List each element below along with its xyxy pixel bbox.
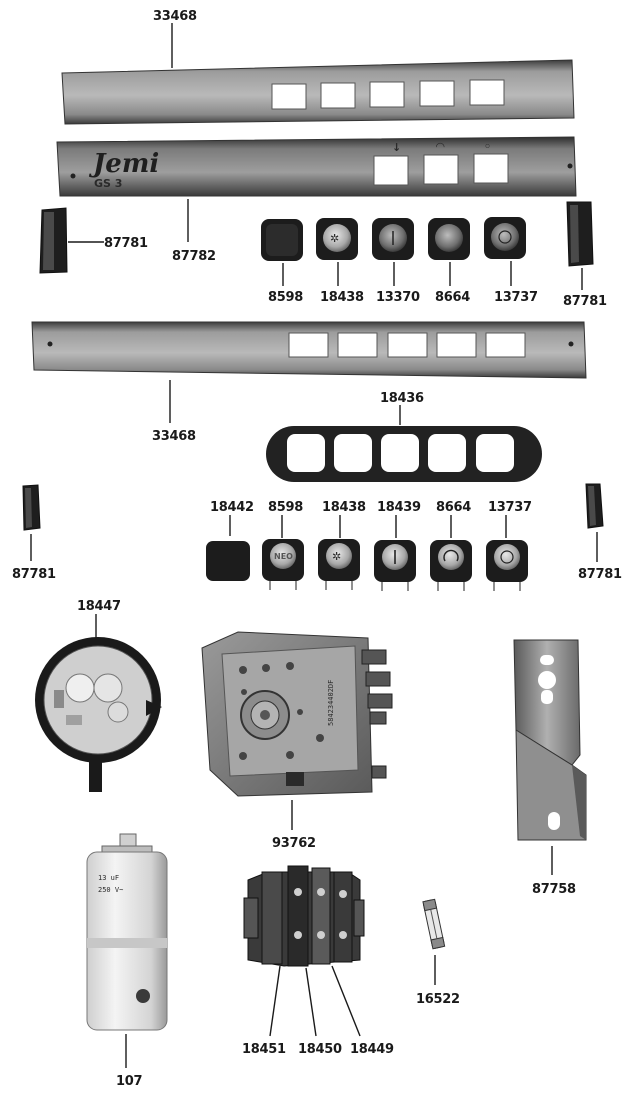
label-timer: 93762 — [272, 836, 316, 851]
label-button-lower: 8598 — [268, 500, 303, 515]
timer-stamp-text: 584234402DF — [327, 680, 335, 726]
button-13737-upper — [484, 217, 526, 259]
capacitor-107 — [86, 833, 168, 1031]
leader-lines-buttons-upper — [282, 261, 512, 286]
label-terminal-part: 18450 — [298, 1042, 342, 1057]
gasket-18436 — [266, 426, 542, 482]
button-8664-lower — [430, 540, 472, 591]
end-cap-left-upper — [39, 207, 68, 274]
panel-bottom — [31, 321, 587, 379]
label-bracket: 87758 — [532, 882, 576, 897]
terminal-block — [243, 865, 365, 967]
timer-93762 — [201, 631, 393, 797]
panel-brand-logo: Jemi — [88, 149, 159, 179]
button-18439-lower — [374, 540, 416, 591]
indicator-mark: ◦ — [484, 140, 491, 153]
label-end-cap-left-upper: 87781 — [104, 236, 148, 251]
label-button-upper: 13737 — [494, 290, 538, 305]
label-button-upper: 18438 — [320, 290, 364, 305]
label-panel-bottom: 33468 — [152, 429, 196, 444]
asterisk-icon: ✲ — [332, 550, 341, 563]
button-13737-lower — [486, 540, 528, 591]
label-end-cap-left-lower: 87781 — [12, 567, 56, 582]
button-13370-upper — [372, 218, 414, 260]
label-pressure-switch: 18447 — [77, 599, 121, 614]
fuse-16522 — [422, 898, 446, 950]
panel-front: ↓ ◠ ◦ — [56, 136, 577, 197]
label-button-lower: 18442 — [210, 500, 254, 515]
indicator-mark: ↓ — [392, 141, 401, 154]
label-gasket: 18436 — [380, 391, 424, 406]
end-cap-right-upper — [566, 201, 594, 267]
label-button-lower: 8664 — [436, 500, 471, 515]
label-button-lower: 13737 — [488, 500, 532, 515]
leader-lines-terminal — [269, 965, 361, 1037]
button-8598-upper — [261, 219, 303, 261]
end-cap-right-lower — [585, 483, 604, 529]
button-caption: NEO — [274, 552, 293, 561]
indicator-mark: ◠ — [436, 140, 445, 153]
label-button-lower: 18438 — [322, 500, 366, 515]
label-button-upper: 8598 — [268, 290, 303, 305]
label-button-upper: 8664 — [435, 290, 470, 305]
capacitor-print: 250 V~ — [98, 886, 123, 894]
leader-lines-buttons-lower — [229, 515, 507, 538]
button-18438-lower: ✲ — [318, 539, 360, 590]
label-capacitor: 107 — [116, 1074, 142, 1089]
label-end-cap-right-upper: 87781 — [563, 294, 607, 309]
label-panel-top: 33468 — [153, 9, 197, 24]
asterisk-icon: ✲ — [330, 232, 339, 245]
mounting-bracket-87758 — [513, 639, 587, 841]
panel-top — [61, 59, 575, 125]
panel-model-text: GS 3 — [94, 177, 122, 190]
button-18442 — [206, 541, 250, 581]
label-end-cap-right-lower: 87781 — [578, 567, 622, 582]
capacitor-print: 13 uF — [98, 874, 119, 882]
end-cap-left-lower — [22, 484, 41, 531]
button-8598-lower: NEO — [262, 539, 304, 590]
label-button-upper: 13370 — [376, 290, 420, 305]
button-8664-upper — [428, 218, 470, 260]
label-fuse: 16522 — [416, 992, 460, 1007]
label-terminal-part: 18449 — [350, 1042, 394, 1057]
label-terminal-part: 18451 — [242, 1042, 286, 1057]
label-button-lower: 18439 — [377, 500, 421, 515]
label-panel-front: 87782 — [172, 249, 216, 264]
pressure-switch-18447 — [35, 637, 162, 792]
button-18438-upper: ✲ — [316, 218, 358, 260]
